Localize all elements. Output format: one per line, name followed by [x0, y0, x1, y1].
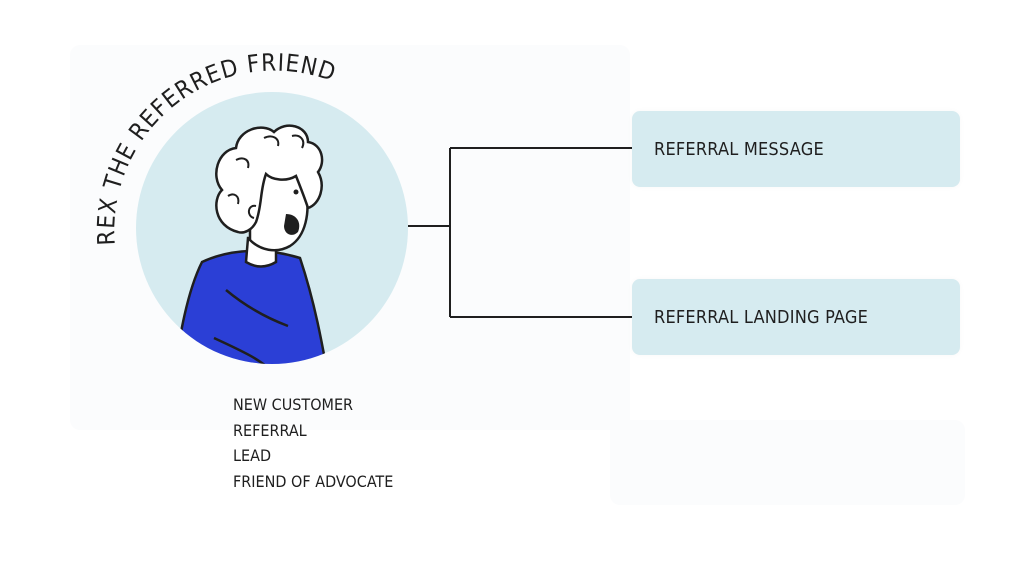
hair	[215, 124, 324, 234]
persona-label: REFERRAL	[233, 420, 307, 440]
persona-labels: NEW CUSTOMER REFERRAL LEAD FRIEND OF ADV…	[233, 392, 393, 494]
referral-landing-page-node: REFERRAL LANDING PAGE	[632, 279, 960, 355]
persona-label: LEAD	[233, 446, 272, 465]
persona-label: FRIEND OF ADVOCATE	[233, 471, 394, 491]
persona-label: NEW CUSTOMER	[233, 395, 354, 414]
node-label: REFERRAL LANDING PAGE	[654, 306, 869, 328]
background-panel-right	[610, 420, 965, 505]
node-label: REFERRAL MESSAGE	[654, 138, 824, 160]
connector-lines	[408, 147, 632, 318]
referral-message-node: REFERRAL MESSAGE	[632, 111, 960, 187]
